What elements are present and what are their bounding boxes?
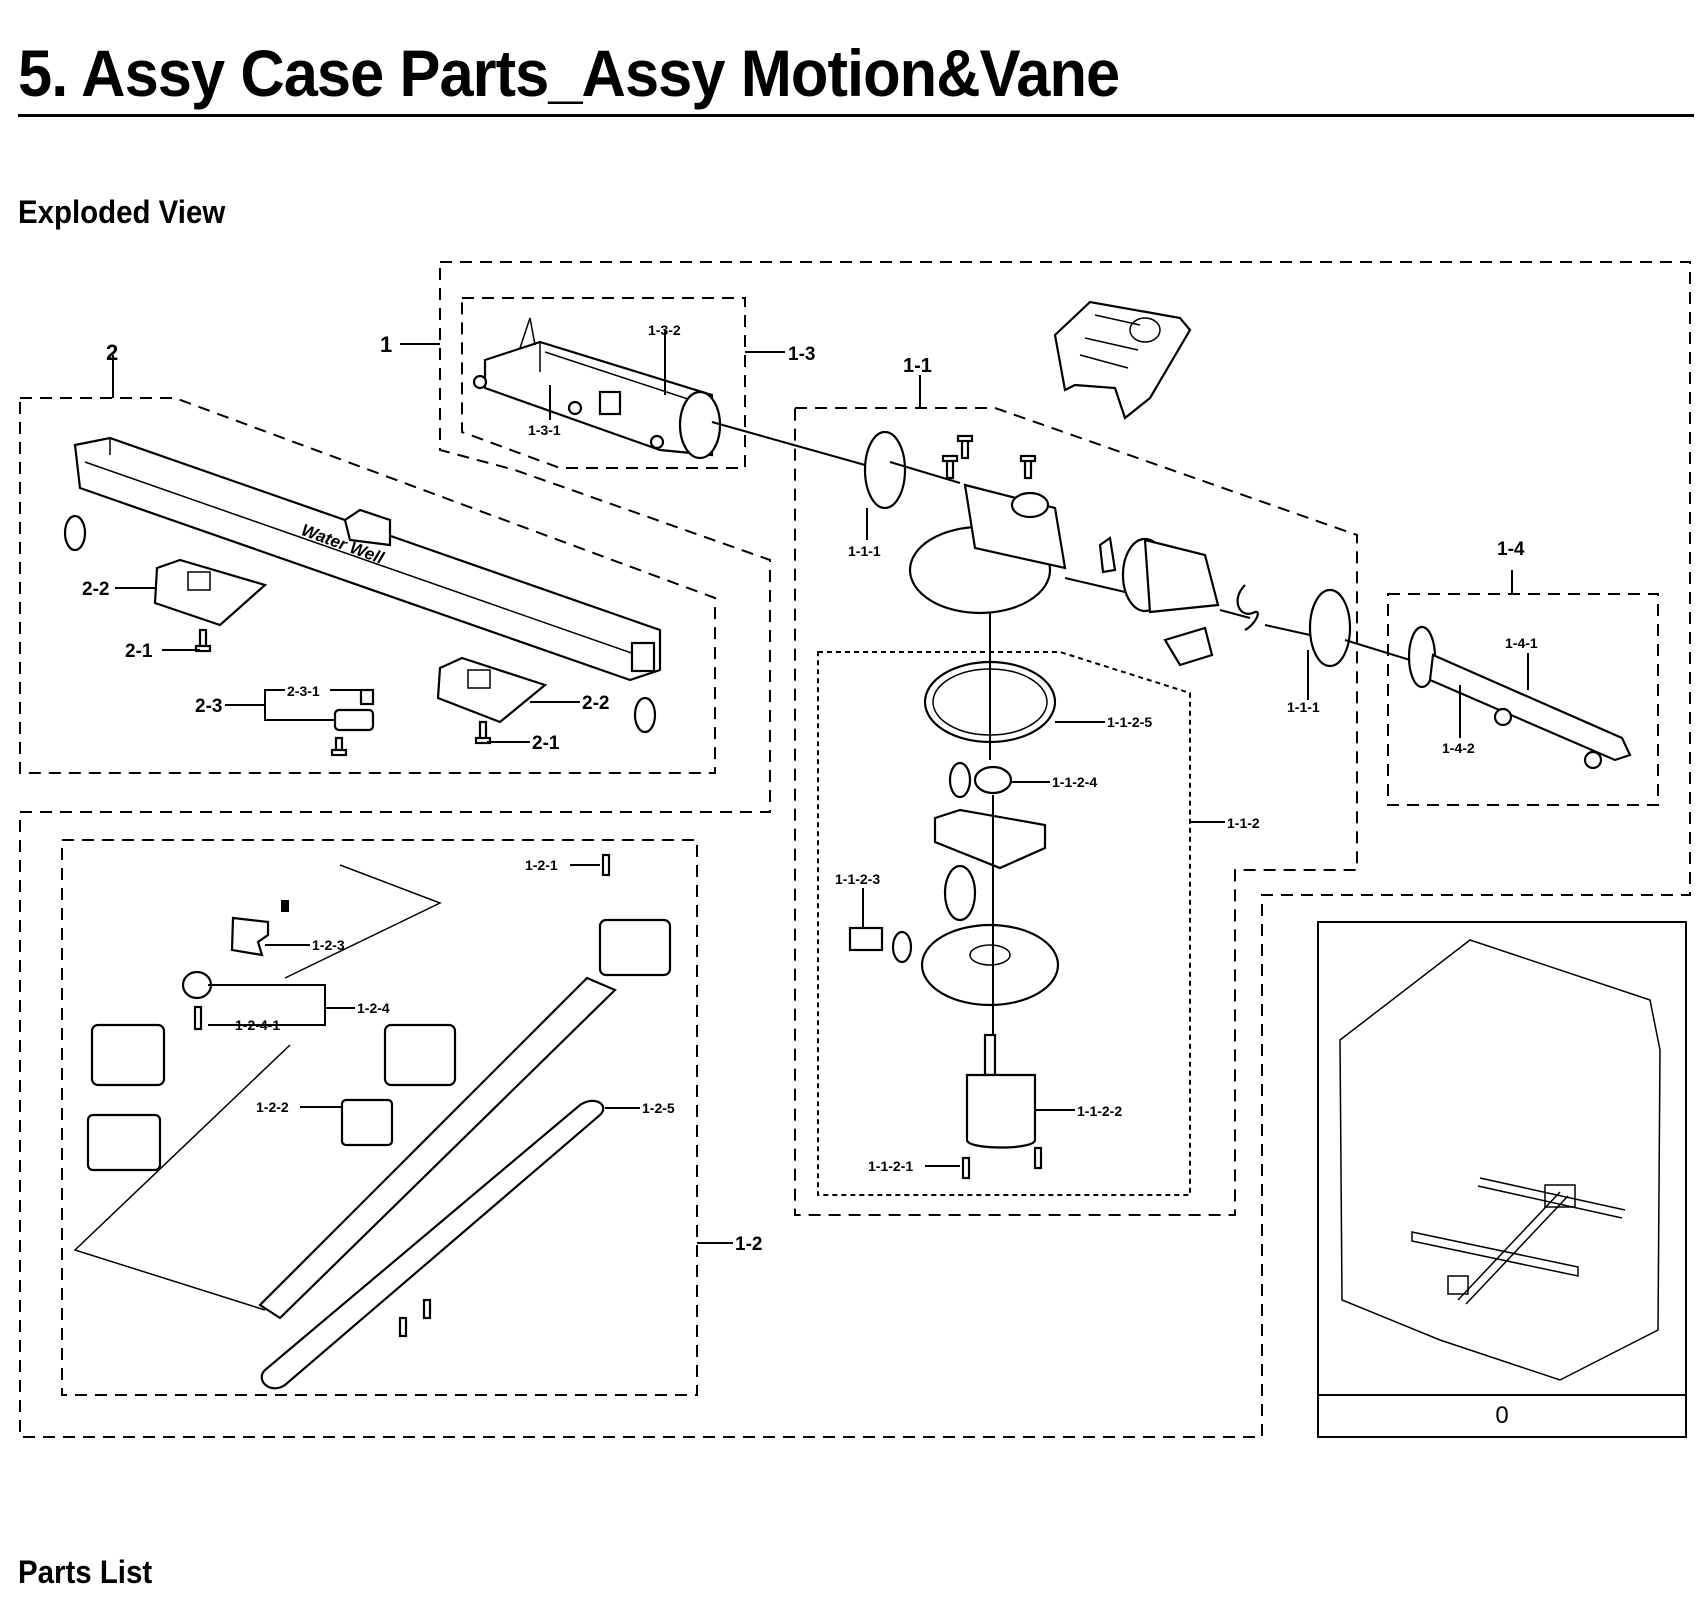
screw-icon [1019, 454, 1037, 480]
seal-icon [1236, 584, 1259, 631]
callout-2: 2 [106, 340, 118, 365]
callout-1-1-2-3: 1-1-2-3 [835, 871, 880, 887]
callout-1-1-2: 1-1-2 [1227, 815, 1260, 831]
callout-1-3-1: 1-3-1 [528, 422, 561, 438]
group-1-1-outline [794, 407, 1358, 1216]
part-1-1-2-3-sensor-icon [848, 926, 884, 952]
callout-1-4-2: 1-4-2 [1442, 740, 1475, 756]
part-1-2-5-belt-icon [260, 1099, 605, 1390]
shroud-icon [1163, 626, 1214, 667]
callout-1-1-2-4: 1-1-2-4 [1052, 774, 1097, 790]
group-1-3-outline [461, 297, 746, 469]
group-1-outline [19, 261, 1691, 1438]
callout-1-2-1: 1-2-1 [525, 857, 558, 873]
callout-2-1-left: 2-1 [125, 641, 153, 662]
assembly-axis-line [711, 421, 961, 484]
housing-cover-icon [90, 1023, 166, 1087]
screw-icon [194, 628, 212, 653]
callout-1-1: 1-1 [903, 355, 932, 377]
callout-1-1-1-left: 1-1-1 [848, 543, 881, 559]
assembly-axis-line [1064, 577, 1411, 661]
overview-inset-caption: 0 [1495, 1402, 1509, 1429]
group-1-1-2-outline [817, 651, 1191, 1196]
callout-1-4-1: 1-4-1 [1505, 635, 1538, 651]
callout-1-1-2-2: 1-1-2-2 [1077, 1103, 1122, 1119]
screw-icon [398, 1316, 408, 1338]
screw-icon [330, 736, 348, 757]
callout-2-1-right: 2-1 [532, 733, 560, 754]
screw-icon [961, 1156, 971, 1180]
part-2-3-1-icon [359, 688, 375, 706]
part-1-1-2-2-motor-icon [965, 1073, 1037, 1149]
callout-1-2: 1-2 [735, 1234, 762, 1255]
housing-base-icon [86, 1113, 162, 1172]
screw-icon [422, 1298, 432, 1320]
motor-shaft-icon [983, 1033, 997, 1077]
callout-2-2-right: 2-2 [582, 693, 609, 714]
screw-icon [474, 720, 492, 745]
screw-icon [941, 454, 959, 480]
callout-1-1-2-5: 1-1-2-5 [1107, 714, 1152, 730]
assembly-axis-line [989, 612, 994, 1035]
overview-inset-frame [1317, 921, 1687, 1438]
guide-rail-icon [258, 976, 617, 1320]
assembly-guide-line [284, 864, 442, 979]
callout-1-1-2-1: 1-1-2-1 [868, 1158, 913, 1174]
part-1-2-4-1-screw-icon [193, 1005, 203, 1031]
callout-2-3-1: 2-3-1 [287, 683, 320, 699]
part-1-1-2-4-bushing-icon [973, 765, 1013, 795]
callout-1-2-4-1: 1-2-4-1 [235, 1017, 280, 1033]
section-heading-parts-list: Parts List [18, 1554, 153, 1590]
callout-2-2-left: 2-2 [82, 579, 109, 600]
callout-2-3: 2-3 [195, 696, 222, 717]
group-1-2-outline [61, 839, 698, 1396]
callout-1-2-3: 1-2-3 [312, 937, 345, 953]
dishwasher-tub-outline [1339, 939, 1661, 1381]
o-ring-icon [948, 761, 972, 799]
clip-icon [1098, 536, 1117, 574]
group-2-outline [19, 397, 716, 774]
gear-plate-icon [933, 808, 1047, 870]
gear-wheel-icon [943, 864, 977, 922]
part-2-3-icon [333, 708, 375, 732]
callout-1-1-1-right: 1-1-1 [1287, 699, 1320, 715]
nozzle-carrier-icon [383, 1023, 457, 1087]
spring-icon [281, 900, 289, 912]
part-1-2-2-carrier-icon [340, 1098, 394, 1147]
part-1-2-3-clip-icon [230, 916, 270, 957]
part-1-1-1-ring-icon [1308, 588, 1352, 668]
page-title: 5. Assy Case Parts_Assy Motion&Vane [18, 36, 1120, 110]
callout-1-2-2: 1-2-2 [256, 1099, 289, 1115]
part-1-4-spray-rail-icon [1407, 625, 1632, 770]
title-underline [18, 114, 1694, 117]
part-2-water-well-bar-icon: Water Well [73, 436, 662, 682]
section-heading-exploded-view: Exploded View [18, 194, 226, 230]
screw-icon [1033, 1146, 1043, 1170]
callout-1-3-2: 1-3-2 [648, 322, 681, 338]
callout-1-4: 1-4 [1497, 539, 1525, 560]
part-1-2-1-screw-icon [601, 853, 611, 877]
spray-arm-assembly-icon [1411, 1177, 1626, 1305]
callout-1-2-4: 1-2-4 [357, 1000, 390, 1016]
end-cap-right-icon [633, 696, 657, 734]
assembly-guide-line [73, 1044, 291, 1311]
motor-cover-icon [1053, 300, 1192, 420]
part-2-2-bracket-icon [153, 558, 268, 627]
part-1-1-gear-housing-icon [908, 483, 1067, 615]
part-2-2-bracket-icon [436, 656, 548, 724]
group-1-4-outline [1387, 593, 1659, 806]
drive-block-icon [598, 918, 672, 977]
callout-1: 1 [380, 332, 392, 357]
callout-1-2-5: 1-2-5 [642, 1100, 675, 1116]
part-1-1-1-ring-icon [863, 430, 907, 510]
part-1-2-4-cap-icon [181, 970, 213, 1000]
end-cap-left-icon [63, 514, 87, 552]
callout-1-3: 1-3 [788, 344, 815, 365]
part-1-3-spray-rail-icon [472, 317, 722, 460]
screw-icon [956, 434, 974, 460]
part-1-1-drive-gear-icon [1121, 537, 1220, 614]
seal-ring-icon [891, 930, 913, 964]
